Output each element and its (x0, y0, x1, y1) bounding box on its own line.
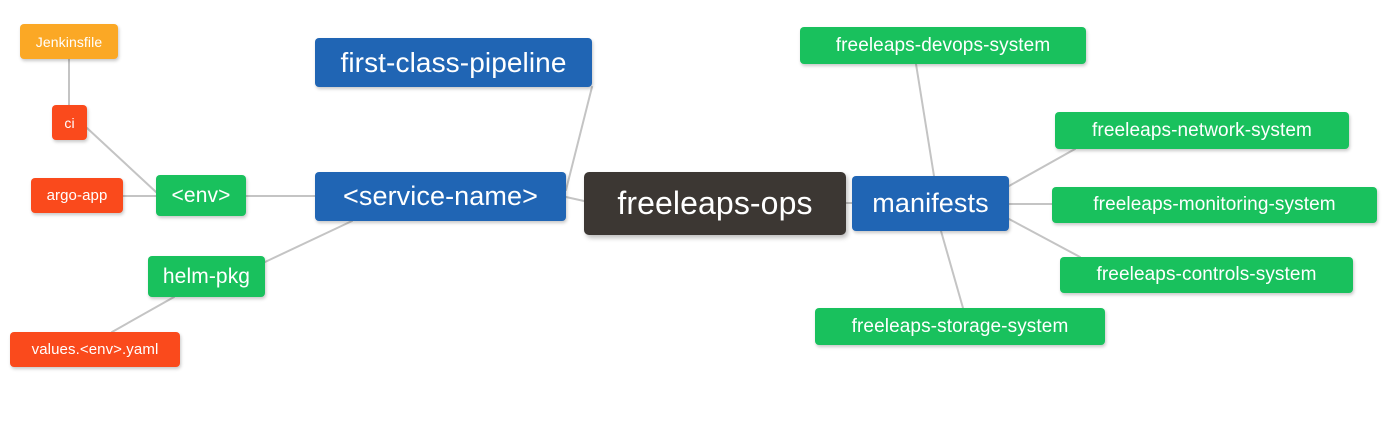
node-jenkinsfile[interactable]: Jenkinsfile (20, 24, 118, 59)
node-freeleaps-ops[interactable]: freeleaps-ops (584, 172, 846, 235)
node-label: values.<env>.yaml (31, 341, 159, 358)
node-argo-app[interactable]: argo-app (31, 178, 123, 213)
node-label: ci (64, 114, 75, 131)
node-label: manifests (872, 188, 989, 218)
node-freeleaps-network-system[interactable]: freeleaps-network-system (1055, 112, 1349, 149)
node-label: freeleaps-controls-system (1096, 264, 1317, 285)
edge-manifests-to-freeleaps-controls-system (1008, 218, 1081, 258)
node-service-name[interactable]: <service-name> (315, 172, 566, 221)
node-freeleaps-controls-system[interactable]: freeleaps-controls-system (1060, 257, 1353, 293)
node-label: <service-name> (343, 181, 538, 211)
node-env[interactable]: <env> (156, 175, 246, 216)
node-label: helm-pkg (162, 264, 251, 288)
node-freeleaps-monitoring-system[interactable]: freeleaps-monitoring-system (1052, 187, 1377, 223)
node-label: freeleaps-devops-system (835, 34, 1051, 56)
edge-manifests-to-freeleaps-network-system (1008, 148, 1076, 187)
node-first-class-pipeline[interactable]: first-class-pipeline (315, 38, 592, 87)
node-label: Jenkinsfile (35, 33, 103, 50)
node-freeleaps-storage-system[interactable]: freeleaps-storage-system (815, 308, 1105, 345)
edge-manifests-to-freeleaps-devops-system (915, 63, 935, 177)
node-label: argo-app (46, 187, 108, 204)
node-label: freeleaps-storage-system (851, 315, 1069, 337)
node-values-yaml[interactable]: values.<env>.yaml (10, 332, 180, 367)
node-label: first-class-pipeline (340, 46, 567, 78)
edge-helm-pkg-to-values-yaml (111, 296, 175, 333)
node-label: freeleaps-network-system (1092, 119, 1312, 141)
edge-manifests-to-freeleaps-storage-system (940, 230, 964, 309)
edge-freeleaps-ops-to-service-name (565, 196, 585, 202)
node-label: <env> (171, 183, 231, 207)
node-helm-pkg[interactable]: helm-pkg (148, 256, 265, 297)
node-label: freeleaps-ops (617, 185, 813, 221)
edge-service-name-to-helm-pkg (264, 220, 353, 263)
node-ci[interactable]: ci (52, 105, 87, 140)
node-manifests[interactable]: manifests (852, 176, 1009, 231)
node-freeleaps-devops-system[interactable]: freeleaps-devops-system (800, 27, 1086, 64)
node-label: freeleaps-monitoring-system (1093, 194, 1336, 215)
